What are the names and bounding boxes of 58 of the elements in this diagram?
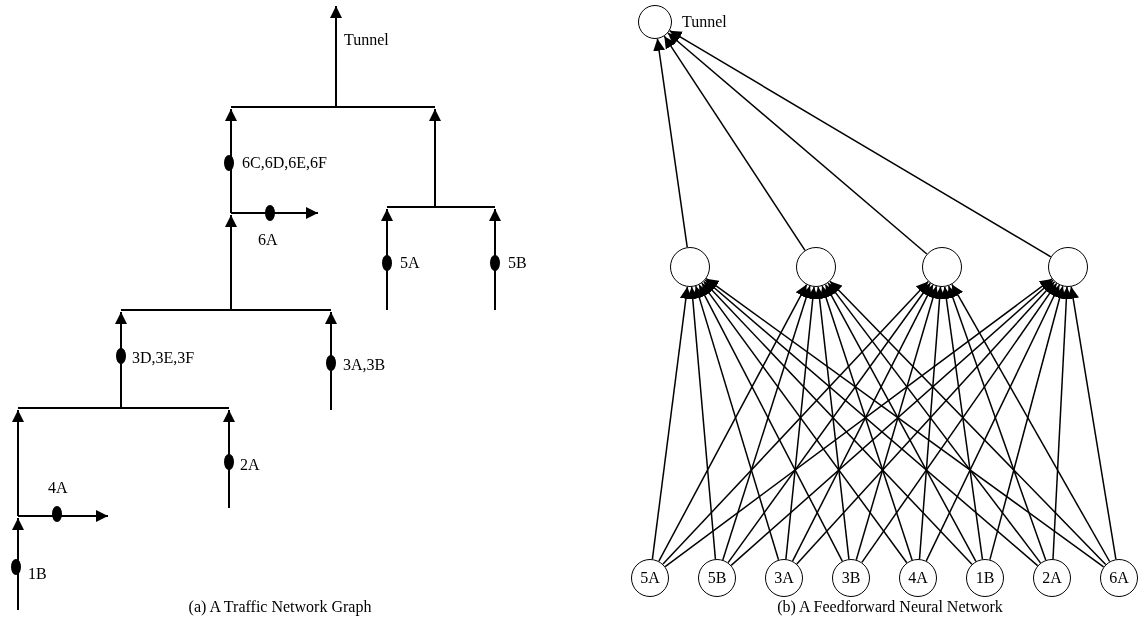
arrow bbox=[662, 280, 930, 565]
arrow bbox=[701, 282, 908, 564]
arrow bbox=[705, 277, 1105, 568]
arrow bbox=[829, 280, 1107, 566]
input-node: 6A bbox=[1100, 559, 1138, 597]
arrow bbox=[951, 283, 1111, 563]
arrow bbox=[861, 282, 1058, 564]
arrow bbox=[947, 285, 1047, 561]
arrow bbox=[824, 283, 977, 563]
arrow bbox=[727, 282, 932, 564]
arrow bbox=[785, 286, 819, 560]
arrow bbox=[698, 284, 844, 562]
sensor-label: 6A bbox=[258, 231, 278, 249]
arrow bbox=[722, 285, 812, 561]
arrow bbox=[940, 286, 984, 560]
arrow bbox=[925, 284, 1061, 562]
arrow bbox=[796, 281, 1056, 565]
node-caption: Tunnel bbox=[682, 13, 727, 31]
sensor-label: 3A,3B bbox=[343, 356, 386, 374]
sensor-label: 3D,3E,3F bbox=[132, 349, 195, 367]
arrow bbox=[813, 286, 850, 560]
arrow bbox=[658, 283, 808, 562]
figure-caption: (a) A Traffic Network Graph bbox=[188, 598, 372, 616]
neuron-circle bbox=[670, 247, 710, 287]
arrow bbox=[989, 285, 1066, 561]
sensor-label: 4A bbox=[48, 479, 68, 497]
neuron-circle bbox=[796, 247, 836, 287]
arrow bbox=[1067, 285, 1117, 561]
arrow bbox=[693, 285, 780, 561]
neuron-circle bbox=[1048, 247, 1088, 287]
figure-caption: (b) A Feedforward Neural Network bbox=[777, 598, 1003, 616]
arrow bbox=[918, 286, 946, 560]
arrow bbox=[651, 286, 692, 560]
input-node: 1B bbox=[966, 559, 1004, 597]
input-node: 4A bbox=[899, 559, 937, 597]
sensor-label: 5B bbox=[508, 254, 527, 272]
neuron-circle bbox=[638, 5, 672, 39]
input-node: 3A bbox=[765, 559, 803, 597]
arrow bbox=[820, 285, 913, 561]
sensor-label: 2A bbox=[240, 456, 260, 474]
arrow bbox=[667, 32, 928, 255]
input-node: 3B bbox=[832, 559, 870, 597]
arrow bbox=[668, 29, 1052, 258]
arrow bbox=[703, 280, 973, 565]
sensor-label: 1B bbox=[28, 565, 47, 583]
arrow bbox=[663, 35, 806, 252]
sensor-label: Tunnel bbox=[344, 31, 389, 49]
sensor-label: 5A bbox=[400, 254, 420, 272]
input-node: 5A bbox=[631, 559, 669, 597]
arrow bbox=[686, 286, 717, 560]
arrow bbox=[827, 282, 1042, 564]
input-node: 5B bbox=[698, 559, 736, 597]
neuron-circle bbox=[922, 247, 962, 287]
arrow bbox=[855, 285, 939, 561]
input-node: 2A bbox=[1033, 559, 1071, 597]
arrow bbox=[791, 284, 934, 562]
sensor-label: 6C,6D,6E,6F bbox=[242, 154, 327, 172]
arrow bbox=[653, 38, 688, 248]
